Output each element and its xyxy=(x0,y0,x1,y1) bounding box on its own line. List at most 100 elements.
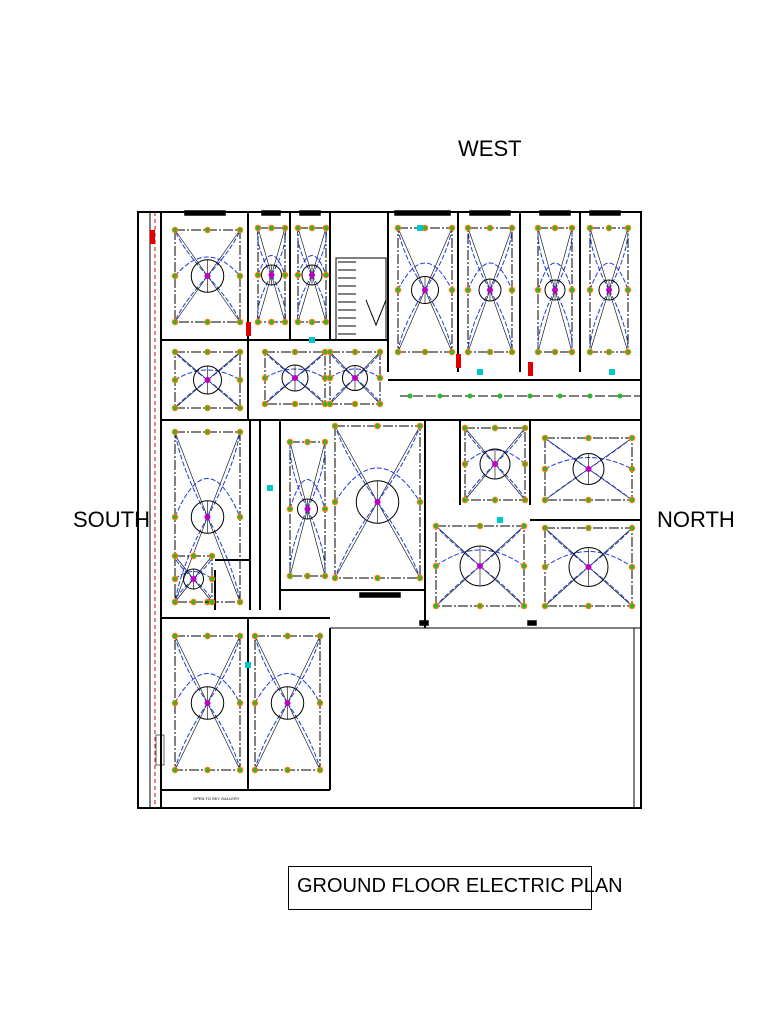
wiring-path xyxy=(254,635,288,704)
wiring-path xyxy=(479,565,525,607)
fan-center-point xyxy=(492,461,498,467)
walls xyxy=(137,210,642,809)
light-point-icon xyxy=(407,393,413,399)
light-point-inner xyxy=(626,226,630,230)
wall-segment xyxy=(539,210,571,216)
light-point-inner xyxy=(238,515,242,519)
light-point-inner xyxy=(328,350,332,354)
light-point-inner xyxy=(238,406,242,410)
wiring-path xyxy=(334,425,378,503)
light-point-inner xyxy=(210,554,214,558)
light-point-inner xyxy=(293,402,297,406)
light-point-inner xyxy=(510,350,514,354)
light-point-inner xyxy=(323,574,327,578)
fan-center-point xyxy=(292,375,298,381)
light-point-inner xyxy=(536,350,540,354)
switch-board-icon xyxy=(477,369,483,375)
wiring-path xyxy=(329,368,381,379)
light-point-inner xyxy=(333,500,337,504)
light-point-inner xyxy=(285,634,290,638)
light-point-icon xyxy=(527,393,533,399)
light-point-inner xyxy=(238,430,242,434)
light-point-inner xyxy=(238,600,242,604)
light-point-inner xyxy=(466,226,470,230)
gallery-note: OPEN TO SKY GALLERY xyxy=(193,796,240,801)
light-point-inner xyxy=(450,226,454,230)
light-point-inner xyxy=(173,577,177,581)
light-point-inner xyxy=(463,426,467,430)
drawing-title: GROUND FLOOR ELECTRIC PLAN xyxy=(297,875,623,897)
light-point-inner xyxy=(522,524,526,528)
fan-center-point xyxy=(204,514,211,520)
light-point-inner xyxy=(570,350,574,354)
light-point-inner xyxy=(318,634,322,638)
light-point-inner xyxy=(285,768,290,772)
light-point-inner xyxy=(396,226,400,230)
light-point-inner xyxy=(375,424,380,428)
wiring-path xyxy=(334,467,421,503)
light-point-inner xyxy=(570,226,574,230)
light-point-inner xyxy=(588,288,592,292)
wiring-path xyxy=(424,289,453,353)
light-point-inner xyxy=(238,320,242,324)
wiring-path xyxy=(589,262,629,291)
light-point-inner xyxy=(173,430,177,434)
wiring-path xyxy=(489,289,513,353)
wiring-path xyxy=(174,256,241,277)
light-point-inner xyxy=(418,500,422,504)
switch-board-icon xyxy=(267,485,273,491)
fan-center-point xyxy=(190,576,197,582)
door-marker xyxy=(150,230,155,244)
wiring-path xyxy=(289,479,326,510)
light-point-inner xyxy=(630,498,634,502)
light-point-inner xyxy=(296,273,300,277)
light-point-inner xyxy=(586,436,591,440)
light-point-inner xyxy=(173,768,177,772)
light-point-inner xyxy=(318,701,322,705)
wall-segment xyxy=(419,620,429,626)
light-point-inner xyxy=(523,498,527,502)
light-point-icon xyxy=(437,393,443,399)
light-point-inner xyxy=(263,350,267,354)
light-point-inner xyxy=(238,350,242,354)
light-point-inner xyxy=(205,350,210,354)
light-point-inner xyxy=(296,226,300,230)
switch-board-icon xyxy=(245,662,251,668)
light-point-inner xyxy=(288,440,292,444)
room xyxy=(294,224,330,326)
light-point-inner xyxy=(305,574,310,578)
wiring-path xyxy=(254,702,288,771)
light-point-inner xyxy=(522,564,526,568)
staircase xyxy=(335,257,387,341)
light-point-inner xyxy=(588,350,592,354)
wiring-path xyxy=(307,508,326,577)
light-point-inner xyxy=(318,768,322,772)
wiring-path xyxy=(174,571,213,580)
wiring-path xyxy=(608,227,629,291)
wiring-path xyxy=(537,289,556,353)
fan-center-point xyxy=(374,499,381,505)
wiring-path xyxy=(207,702,241,771)
fan-center-point xyxy=(204,700,211,706)
room xyxy=(171,632,244,774)
light-point-inner xyxy=(205,430,210,434)
wiring-path xyxy=(174,351,208,381)
room xyxy=(541,434,636,504)
wiring-path xyxy=(174,635,208,704)
room xyxy=(394,224,456,356)
extras: OPEN TO SKY GALLERY xyxy=(150,225,640,801)
light-point-inner xyxy=(283,273,287,277)
wiring-path xyxy=(257,255,286,276)
light-point-inner xyxy=(263,402,267,406)
wiring-path xyxy=(207,275,241,323)
light-point-inner xyxy=(238,274,242,278)
light-point-inner xyxy=(323,350,327,354)
wiring-path xyxy=(207,229,241,277)
fan-center-point xyxy=(552,287,558,293)
light-point-inner xyxy=(543,604,547,608)
door-marker xyxy=(528,362,533,376)
light-point-inner xyxy=(173,406,177,410)
light-point-icon xyxy=(497,393,503,399)
light-point-inner xyxy=(173,274,177,278)
